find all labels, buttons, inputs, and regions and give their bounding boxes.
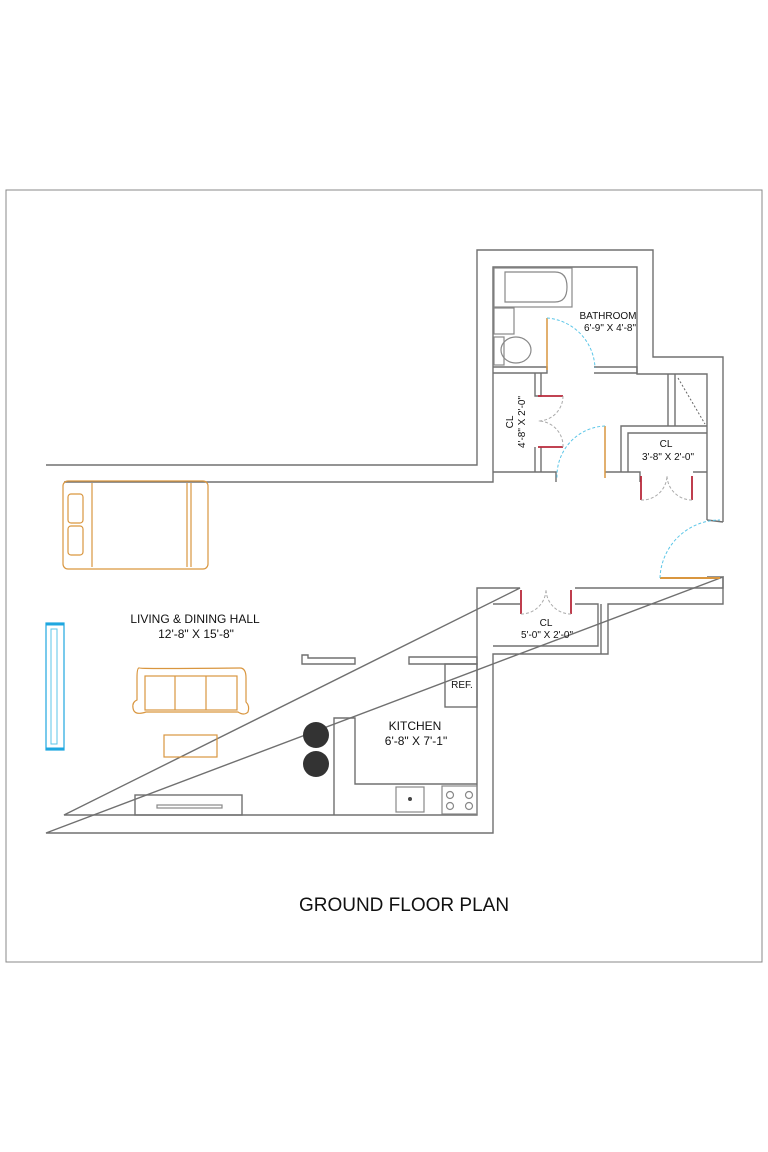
bathtub-icon	[493, 267, 573, 308]
window	[45, 622, 65, 751]
kitchen-sink-icon	[395, 786, 425, 813]
stove-icon	[441, 785, 478, 815]
tv-unit-icon	[134, 794, 243, 816]
sofa-icon	[132, 667, 250, 715]
stool-icon	[303, 722, 329, 777]
toilet-icon	[493, 336, 532, 366]
sink-icon	[493, 307, 515, 335]
kitchen-label: KITCHEN	[389, 719, 442, 733]
closet-bottom-walls	[493, 603, 602, 654]
hall-door-swing	[556, 425, 606, 479]
kitchen-size: 6'-8" X 7'-1"	[385, 734, 447, 748]
inner-wall	[63, 266, 708, 816]
refrigerator-label: REF.	[451, 680, 473, 691]
counter-left	[301, 654, 356, 665]
refrigerator	[444, 663, 478, 708]
closet-right-size: 3'-8" X 2'-0"	[642, 452, 695, 463]
closet-bottom-label: CL	[540, 618, 553, 629]
stair-line	[677, 377, 706, 425]
entry-door-swing	[659, 519, 721, 579]
plan-title: GROUND FLOOR PLAN	[299, 895, 509, 916]
kitchen-partition	[333, 717, 477, 815]
bed-icon	[62, 480, 209, 570]
living-size: 12'-8" X 15'-8"	[158, 627, 234, 641]
living-label: LIVING & DINING HALL	[130, 612, 260, 626]
bathroom-label: BATHROOM	[579, 311, 636, 322]
outer-wall	[45, 249, 724, 834]
closet-bottom-size: 5'-0" X 2'-0"	[521, 630, 574, 641]
closet-right-label: CL	[660, 439, 673, 450]
drawing-frame	[5, 189, 763, 963]
bathroom-size: 6'-9" X 4'-8"	[584, 323, 637, 334]
bathroom-door-swing	[546, 317, 596, 369]
bathroom-wall	[493, 366, 638, 374]
counter-right	[408, 656, 478, 665]
closet-left-label: CL	[505, 415, 516, 428]
coffee-table-icon	[163, 734, 218, 758]
closet-left-size: 4'-8" X 2'-0"	[517, 396, 528, 449]
